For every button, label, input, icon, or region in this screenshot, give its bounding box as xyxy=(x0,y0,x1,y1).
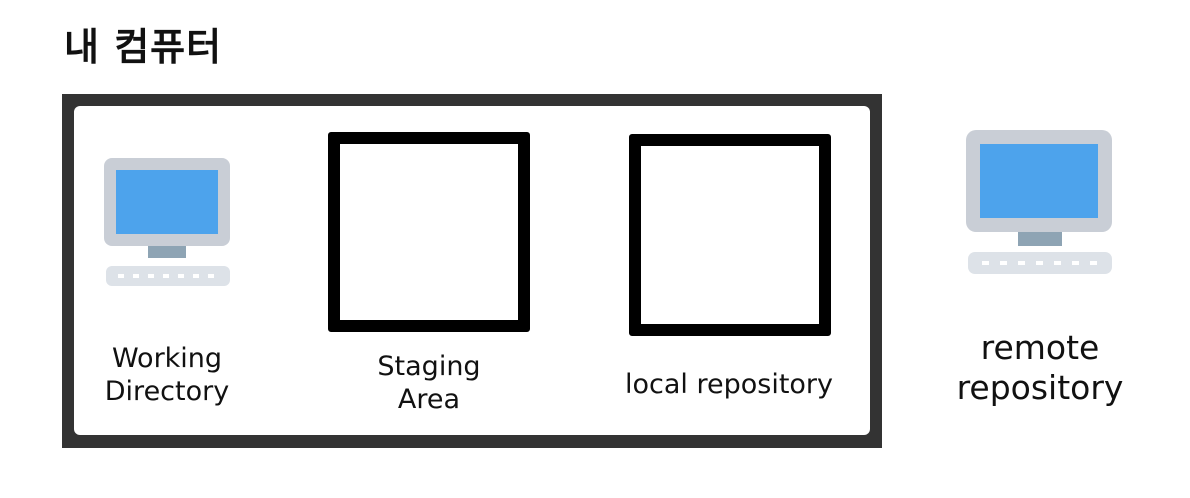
staging-area-label: Staging Area xyxy=(377,351,481,415)
staging-area-box xyxy=(328,132,530,332)
remote-repository-computer-icon xyxy=(966,130,1112,274)
working-directory-computer-icon xyxy=(104,158,230,286)
local-repository-box xyxy=(629,134,831,336)
remote-repository-label: remote repository xyxy=(956,328,1124,407)
my-computer-frame: Working Directory Staging Area local rep… xyxy=(62,94,882,448)
diagram-title: 내 컴퓨터 xyxy=(64,25,223,69)
working-directory-label: Working Directory xyxy=(104,343,230,407)
my-computer-panel: Working Directory Staging Area local rep… xyxy=(74,106,870,435)
local-repository-label: local repository xyxy=(624,369,834,400)
